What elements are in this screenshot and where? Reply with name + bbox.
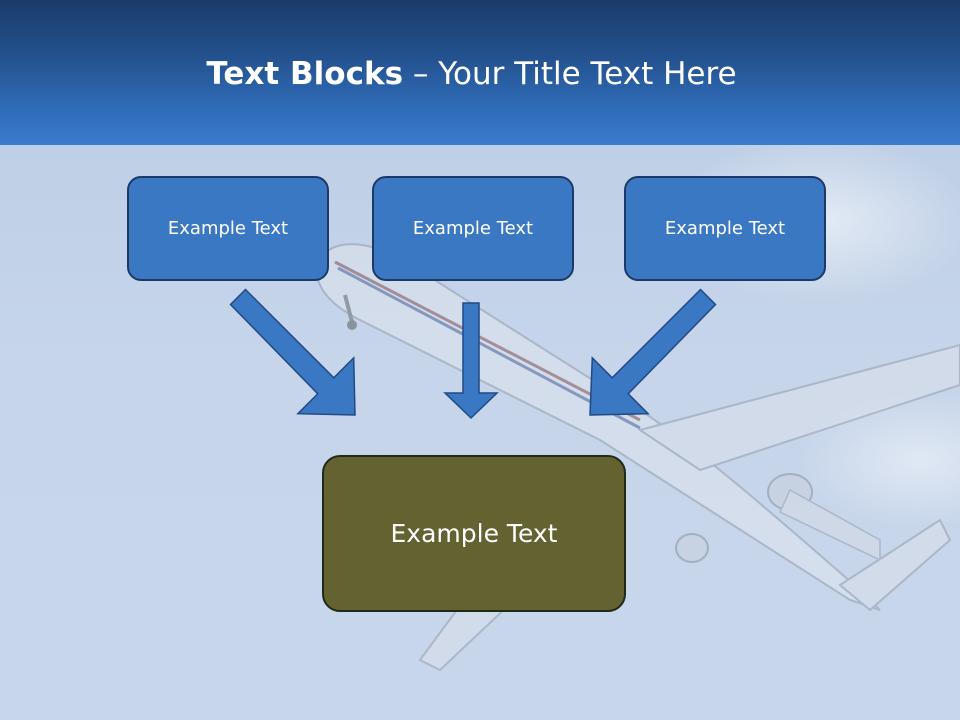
text-block-left-label: Example Text	[167, 218, 289, 239]
text-block-left[interactable]: Example Text	[127, 176, 329, 281]
text-block-center-label: Example Text	[412, 218, 534, 239]
slide-title: Text Blocks – Your Title Text Here	[0, 52, 943, 96]
text-block-right[interactable]: Example Text	[624, 176, 826, 281]
title-normal-part: Your Title Text Here	[438, 56, 737, 92]
text-block-bottom-label: Example Text	[390, 519, 558, 548]
text-block-center[interactable]: Example Text	[372, 176, 574, 281]
title-bold-part: Text Blocks	[206, 56, 404, 92]
title-bar	[0, 0, 960, 145]
text-block-bottom[interactable]: Example Text	[322, 455, 626, 612]
title-dash: –	[403, 56, 439, 92]
text-block-right-label: Example Text	[664, 218, 786, 239]
